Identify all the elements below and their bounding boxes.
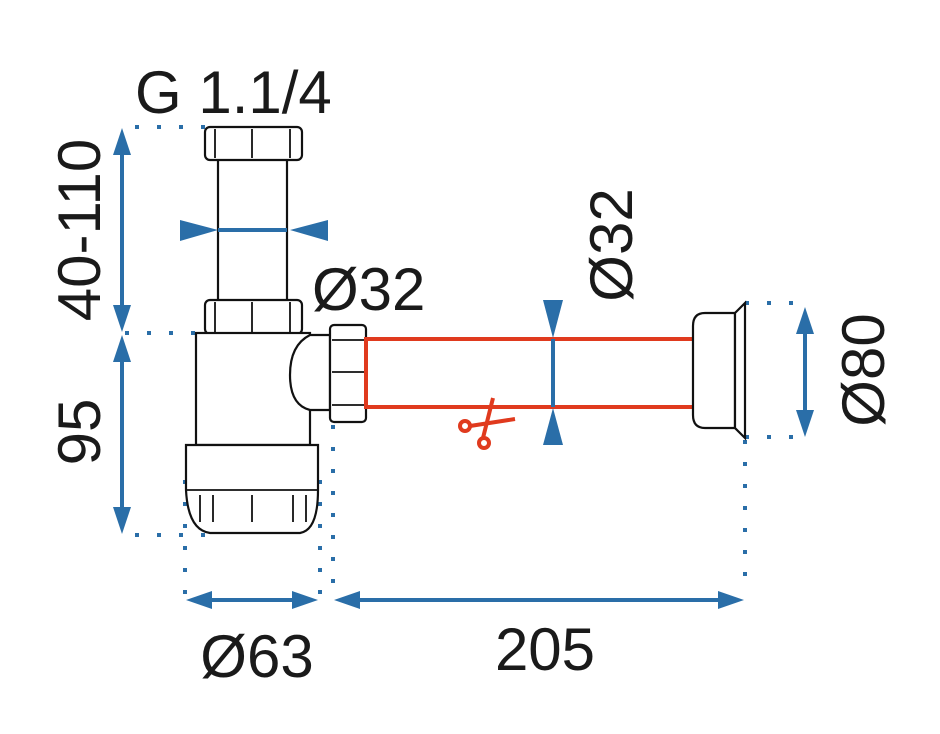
trap-body (184, 125, 368, 535)
wall-rosette (691, 300, 747, 441)
width-dimensions (186, 591, 744, 609)
inlet-diameter-dimension (180, 220, 328, 241)
height-dimensions (113, 128, 131, 534)
pipe-length-label: 205 (495, 616, 595, 683)
thread-label: G 1.1/4 (135, 59, 332, 126)
trap-height-label: 95 (46, 399, 113, 466)
rosette-diameter-label: Ø80 (830, 313, 897, 426)
rosette-diameter-dimension (796, 307, 814, 437)
extension-lines (125, 125, 800, 595)
height-adjust-label: 40-110 (46, 139, 113, 321)
body-diameter-label: Ø63 (200, 623, 313, 690)
pipe-diameter-label: Ø32 (578, 188, 645, 301)
scissors-icon (458, 397, 516, 450)
inlet-diameter-label: Ø32 (312, 256, 425, 323)
pipe-diameter-dimension (543, 300, 563, 445)
